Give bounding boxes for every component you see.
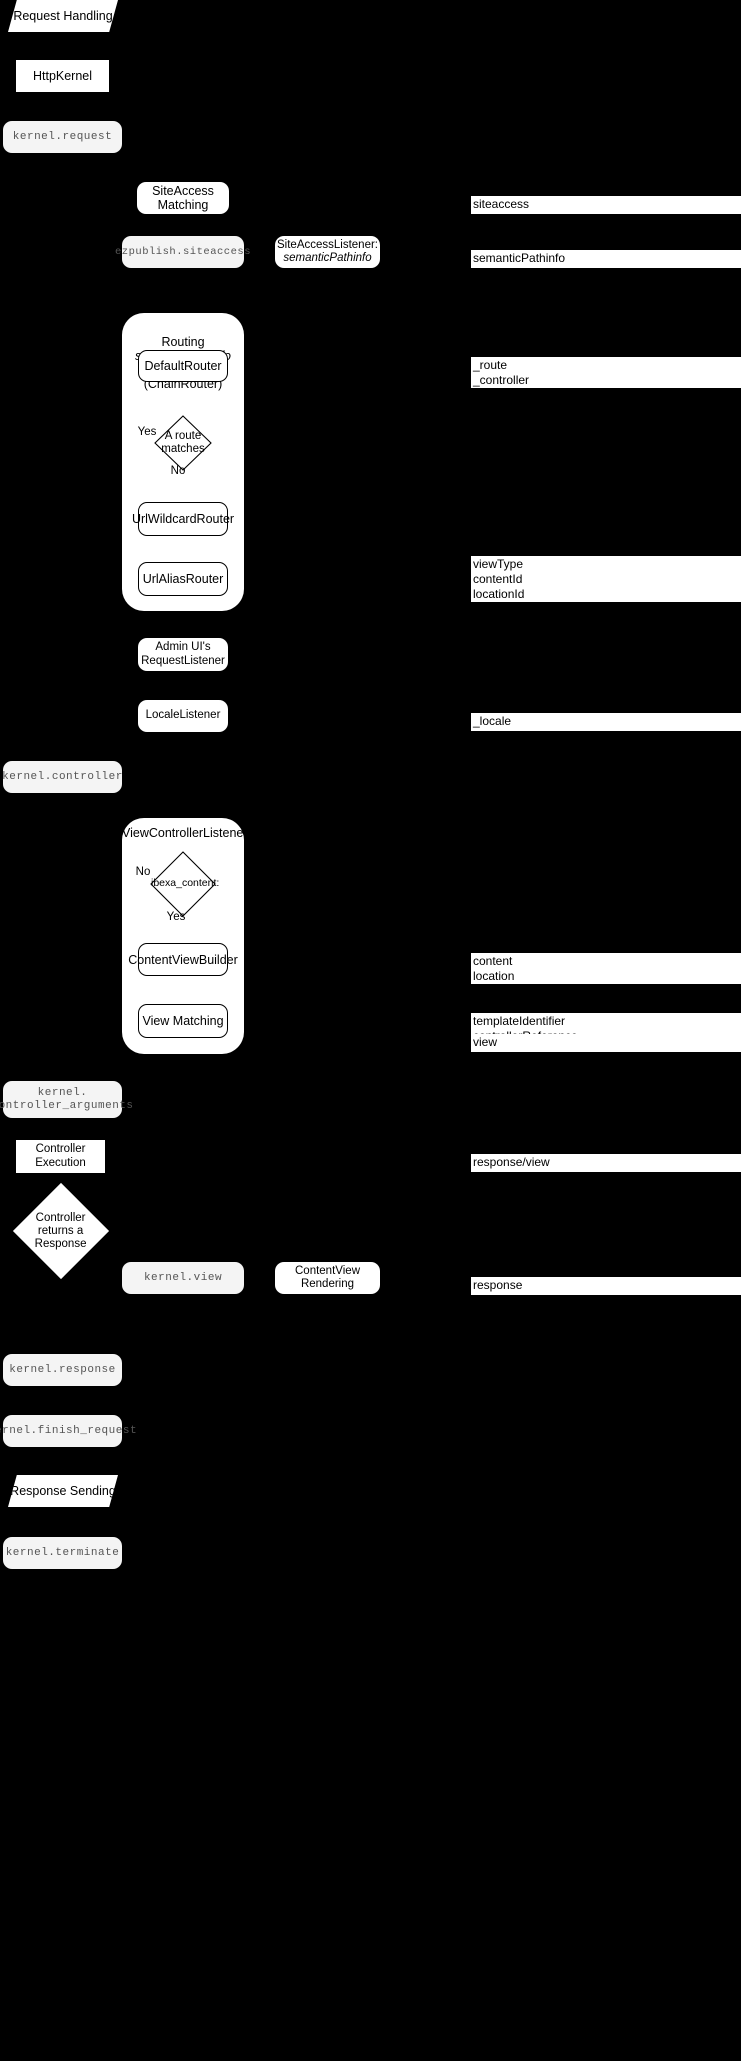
routing-title-prefix: Routing [161,335,205,349]
node-siteaccess-matching: SiteAccess Matching [137,182,229,214]
node-url-wildcard-router: UrlWildcardRouter [132,502,234,536]
event-kernel-finish-request: kernel.finish_request [0,1415,137,1447]
decision-controller-returns-response: Controller returns a Response [12,1182,110,1280]
attr-view-content-location: viewType contentId locationId [471,556,741,602]
node-content-view-builder: ContentViewBuilder [128,943,238,976]
attr-response: response [471,1277,741,1295]
event-kernel-controller: kernel.controller [2,761,122,793]
node-default-router: DefaultRouter [138,350,228,382]
phase-banner-request-handling: Request Handling [8,0,118,32]
event-kernel-request: kernel.request [3,121,122,153]
event-kernel-response: kernel.response [3,1354,122,1386]
attr-siteaccess: siteaccess [471,196,741,214]
routing-decision-label: A route matches [161,430,205,455]
view-decision-yes-label: Yes [166,911,186,923]
node-controller-execution: Controller Execution [16,1140,105,1173]
attr-route-controller: _route _controller [471,357,741,388]
routing-decision-no-label: No [170,465,186,477]
attr-response-view: response/view [471,1154,741,1172]
siteaccess-listener-line2: semanticPathinfo [283,252,372,264]
event-kernel-view: kernel.view [122,1262,244,1294]
attr-view: view [471,1034,741,1052]
node-locale-listener: LocaleListener [138,700,228,732]
routing-decision-yes-label: Yes [137,426,157,438]
group-view-controller-listener-title: ViewControllerListener [122,826,248,840]
node-url-alias-router: UrlAliasRouter [138,562,228,596]
node-contentview-rendering: ContentView Rendering [275,1262,380,1294]
node-admin-ui-request-listener: Admin UI's RequestListener [138,638,228,671]
event-kernel-controller-arguments: kernel. controller_arguments [0,1081,133,1118]
attr-semantic-pathinfo: semanticPathinfo [471,250,741,268]
event-ezpublish-siteaccess: ezpublish.siteaccess [115,236,251,268]
phase-banner-response-sending: Response Sending [8,1475,118,1507]
node-siteaccess-listener: SiteAccessListener: semanticPathinfo [275,236,380,268]
node-view-matching: View Matching [138,1004,228,1038]
view-decision-no-label: No [135,866,151,878]
decision-controller-returns-response-label: Controller returns a Response [35,1211,87,1250]
view-decision-label: ibexa_content: [151,877,220,889]
node-http-kernel: HttpKernel [16,60,109,92]
siteaccess-listener-line1: SiteAccessListener: [277,238,378,251]
attr-locale: _locale [471,713,741,731]
attr-content-location: content location [471,953,741,984]
event-kernel-terminate: kernel.terminate [3,1537,122,1569]
